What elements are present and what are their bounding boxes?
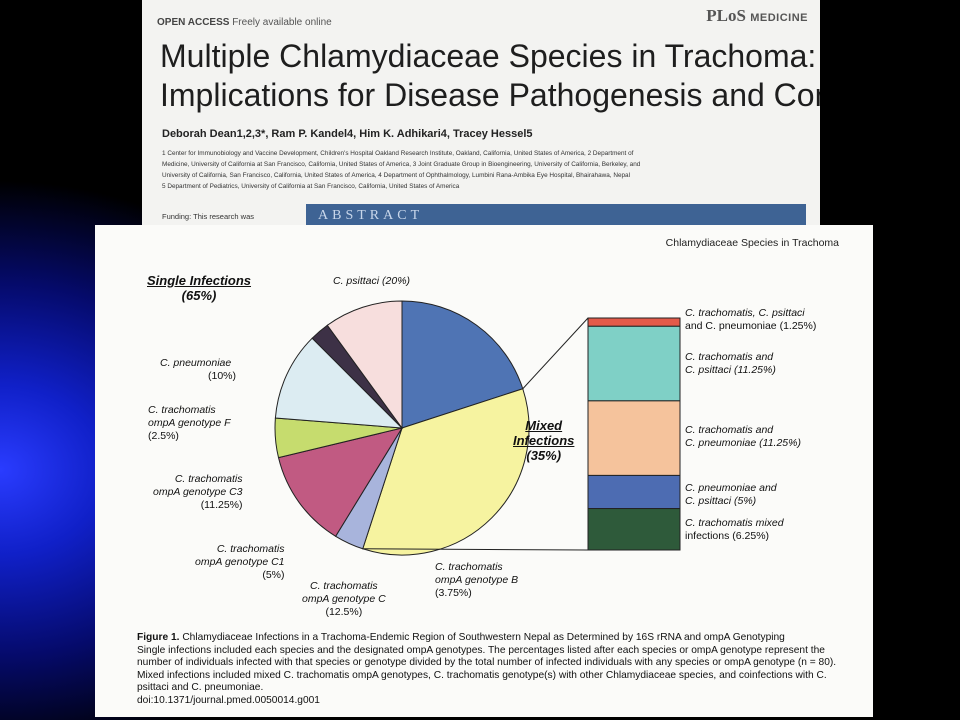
label-text: infections (6.25%) [685,530,770,542]
paper-header-clip: OPEN ACCESS Freely available online PLoS… [142,0,820,225]
label-text: C. psittaci (11.25%) [685,364,776,376]
label-pneumoniae: C. pneumoniae (10%) [160,357,236,383]
label-text: (2.5%) [148,430,179,442]
label-text: ompA genotype C [302,593,386,605]
figure-caption-text: Single infections included each species … [137,644,837,694]
label-text: C. trachomatis, C. psittaci [685,307,805,319]
mixed-infections-title-1: Mixed [525,418,563,433]
label-text: (3.75%) [435,587,472,599]
single-infections-heading: Single Infections (65%) [147,273,251,303]
label-text: (11.25%) [200,499,243,511]
paper-title-line1: Multiple Chlamydiaceae Species in Tracho… [160,38,817,74]
label-text: C. trachomatis [216,543,285,555]
label-mixed-pnps: C. pneumoniae and C. psittaci (5%) [685,482,777,508]
bar-segment-c-trachomatis-and-c-pneumoniae [587,400,681,476]
pie-slice-c-pneumoniae [326,300,403,430]
open-access-line: OPEN ACCESS Freely available online [157,17,332,28]
label-genotype-c3: C. trachomatis ompA genotype C3 (11.25%) [153,473,243,512]
label-text: ompA genotype F [148,417,231,429]
pie-slice-mixed-infections [362,388,530,556]
label-text: C. psittaci (5%) [685,495,757,507]
label-text: C. pneumoniae [160,357,232,369]
affiliation-line: 1 Center for Immunobiology and Vaccine D… [162,150,634,157]
single-infections-percent: (65%) [181,288,217,303]
journal-logo: PLoS MEDICINE [706,6,808,26]
label-text: (12.5%) [325,606,363,618]
pie-slice-c-trachomatis-ompa-genotype-c [277,427,404,537]
label-text: (5%) [262,569,285,581]
affiliation-line: Medicine, University of California at Sa… [162,161,641,168]
figure-page: Chlamydiaceae Species in Trachoma Single… [95,225,873,717]
bar-segment-c-trachomatis-mixed-infections [587,508,681,551]
pie-slice-c-psittaci [401,300,524,429]
mixed-infections-heading: Mixed Infections (35%) [513,418,574,463]
figure-caption-title: Chlamydiaceae Infections in a Trachoma-E… [182,632,785,643]
label-text: and C. pneumoniae (1.25%) [685,320,817,332]
label-text: (10%) [208,370,237,382]
mixed-infections-percent: (35%) [526,448,562,463]
figure-label: Figure 1. [137,632,180,643]
single-infections-title: Single Infections [147,273,252,288]
open-access-label: OPEN ACCESS [157,17,230,28]
freely-available-label: Freely available online [232,17,332,28]
label-text: C. trachomatis [435,561,503,573]
paper-title-line2: Implications for Disease Pathogenesis an… [160,77,820,113]
bar-segment-c-pneumoniae-and-c-psittaci [587,474,681,510]
pie-slice-c-trachomatis-ompa-genotype-c3 [274,337,404,429]
label-text: C. psittaci (20%) [333,275,411,287]
label-psittaci: C. psittaci (20%) [333,275,410,288]
label-text: C. trachomatis [174,473,243,485]
mixed-infections-title-2: Infections [513,433,575,448]
label-mixed-tmix: C. trachomatis mixed infections (6.25%) [685,517,784,543]
paper-authors: Deborah Dean1,2,3*, Ram P. Kandel4, Him … [162,128,533,140]
affiliation-line: 5 Department of Pediatrics, University o… [162,183,460,190]
label-genotype-c: C. trachomatis ompA genotype C (12.5%) [302,580,386,619]
figure-doi: doi:10.1371/journal.pmed.0050014.g001 [137,694,320,706]
label-text: ompA genotype C1 [195,556,285,568]
label-text: C. trachomatis mixed [685,517,784,529]
bar-segment-c-trachomatis-c-psittaci-and-c-pneumoniae [587,317,681,327]
figure-caption: Figure 1. Chlamydiaceae Infections in a … [137,632,849,708]
label-text: C. pneumoniae (11.25%) [685,437,801,449]
running-head: Chlamydiaceae Species in Trachoma [665,237,839,249]
funding-line: Funding: This research was [162,212,254,221]
affiliation-line: University of California, San Francisco,… [162,172,631,179]
label-genotype-f: C. trachomatis ompA genotype F (2.5%) [148,404,231,443]
abstract-banner [306,204,806,225]
journal-logo-text: PLoS [706,6,746,25]
label-text: C. trachomatis [148,404,216,416]
label-text: ompA genotype C3 [153,486,243,498]
connector-line-top [522,317,589,390]
label-mixed-tps: C. trachomatis and C. psittaci (11.25%) [685,351,776,377]
label-text: C. trachomatis [309,580,378,592]
label-text: C. trachomatis and [685,424,774,436]
label-mixed-tpn: C. trachomatis and C. pneumoniae (11.25%… [685,424,801,450]
label-mixed-tpp: C. trachomatis, C. psittaci and C. pneum… [685,307,816,333]
bar-segment-c-trachomatis-and-c-psittaci [587,325,681,402]
label-genotype-c1: C. trachomatis ompA genotype C1 (5%) [195,543,285,582]
label-text: C. trachomatis and [685,351,774,363]
figure-graphic [274,300,681,556]
label-text: C. pneumoniae and [685,482,777,494]
connector-line-bottom [362,548,589,551]
label-genotype-b: C. trachomatis ompA genotype B (3.75%) [435,561,518,600]
label-text: ompA genotype B [435,574,519,586]
abstract-heading: ABSTRACT [318,208,424,223]
journal-name: MEDICINE [750,12,808,24]
